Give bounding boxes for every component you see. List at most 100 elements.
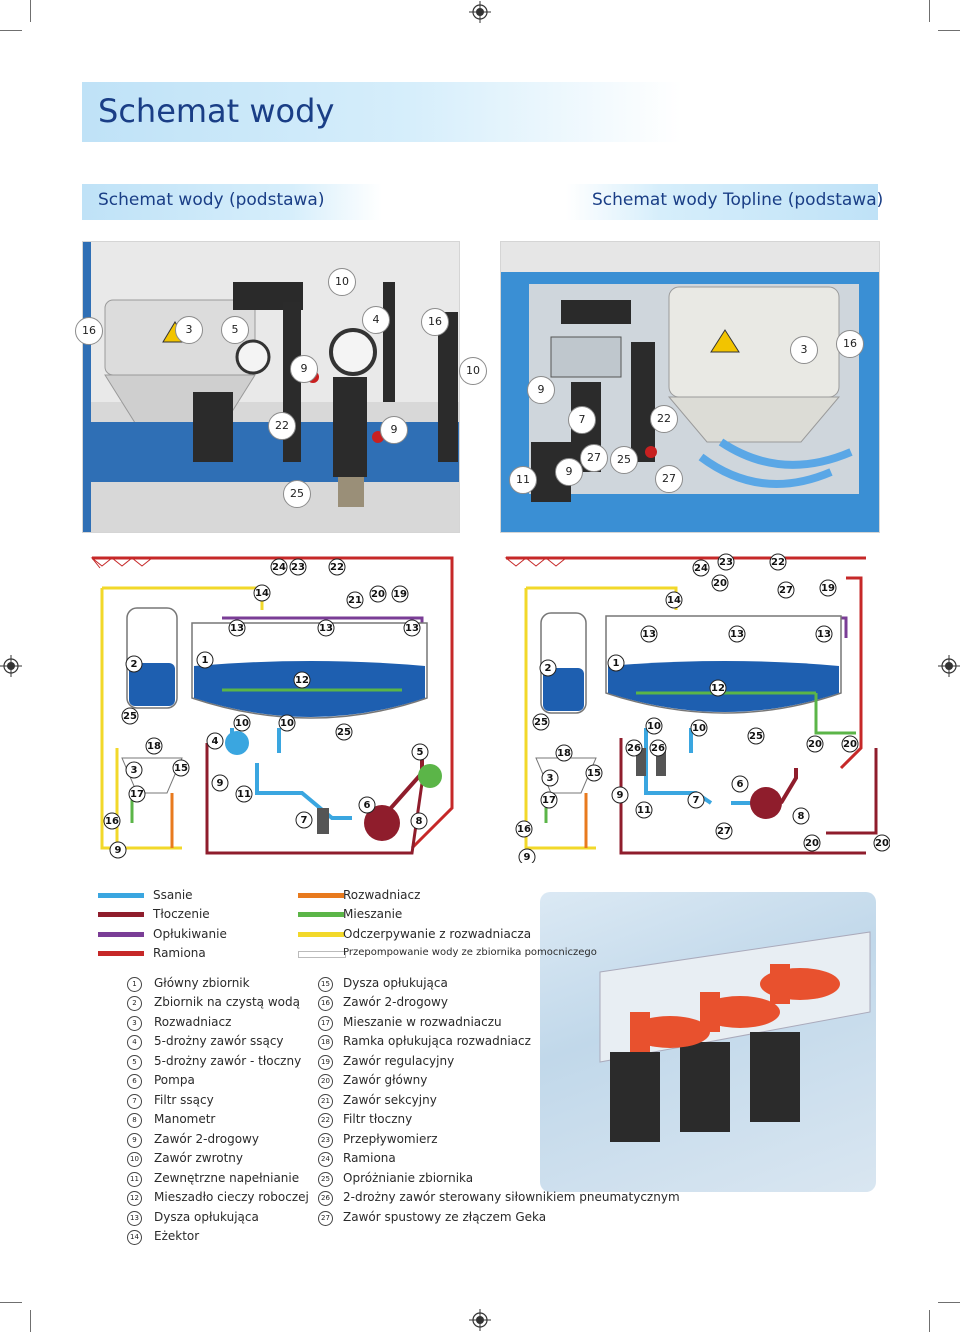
component-label: 2-drożny zawór sterowany siłownikiem pne… [343,1190,680,1204]
svg-text:20: 20 [805,838,819,849]
svg-text:12: 12 [711,683,725,694]
component-number: 14 [127,1230,142,1245]
svg-text:16: 16 [105,816,119,827]
svg-text:6: 6 [737,779,744,790]
component-number: 21 [318,1094,333,1109]
svg-text:19: 19 [393,589,407,600]
component-label: Dysza opłukująca [343,976,448,990]
svg-text:1: 1 [613,658,620,669]
svg-text:9: 9 [524,852,531,863]
legend-line-rinsing [98,932,144,937]
component-label: Zawór 2-drogowy [154,1132,259,1146]
photo-callout: 25 [610,446,638,474]
sprayer-photo-basic [82,241,460,533]
svg-text:27: 27 [717,826,731,837]
photo-callout: 5 [221,316,249,344]
component-label: Ramiona [343,1151,396,1165]
legend-label: Odczerpywanie z rozwadniacza [343,927,532,941]
photo-callout: 3 [175,316,203,344]
svg-text:14: 14 [667,595,681,606]
svg-text:20: 20 [713,578,727,589]
component-number: 11 [127,1172,142,1187]
svg-text:18: 18 [147,741,161,752]
photo-callout: 4 [362,306,390,334]
component-number: 3 [127,1016,142,1031]
photo-callout: 10 [328,268,356,296]
photo-callout: 16 [421,308,449,336]
crop-mark [30,1310,31,1332]
svg-text:11: 11 [237,789,251,800]
svg-text:12: 12 [295,675,309,686]
component-label: Eżektor [154,1229,200,1243]
svg-text:13: 13 [817,629,831,640]
component-label: Zewnętrzne napełnianie [154,1171,300,1185]
crop-mark [938,1302,960,1303]
legend-line-mixing [298,912,344,917]
svg-text:3: 3 [131,765,138,776]
photo-callout: 9 [555,458,583,486]
photo-callout: 3 [790,336,818,364]
legend-label: Mieszanie [343,907,403,921]
svg-text:4: 4 [212,736,219,747]
component-label: Przepływomierz [343,1132,438,1146]
legend-label: Tłoczenie [153,907,210,921]
component-number: 18 [318,1035,333,1050]
photo-callout: 16 [75,317,103,345]
registration-mark-icon [0,655,22,677]
sprayer-photo-topline [500,241,880,533]
photo-callout: 22 [268,412,296,440]
component-number: 17 [318,1016,333,1031]
crop-mark [0,1302,22,1303]
svg-text:23: 23 [291,562,305,573]
svg-text:27: 27 [779,585,793,596]
svg-text:20: 20 [808,739,822,750]
svg-text:9: 9 [217,778,224,789]
legend-label: Ssanie [153,888,193,902]
svg-text:7: 7 [693,795,700,806]
crop-mark [0,30,22,31]
svg-text:26: 26 [627,743,641,754]
svg-text:13: 13 [230,623,244,634]
svg-text:3: 3 [547,773,554,784]
legend-label: Ramiona [153,946,206,960]
component-number: 4 [127,1035,142,1050]
water-schematic-topline: 24 23 22 20 27 19 14 13 13 13 2 1 12 25 … [504,553,890,863]
svg-text:16: 16 [517,824,531,835]
photo-callout: 7 [568,406,596,434]
component-number: 6 [127,1074,142,1089]
component-label: Zawór 2-drogowy [343,995,448,1009]
svg-text:26: 26 [651,743,665,754]
photo-callout: 25 [283,480,311,508]
svg-text:2: 2 [545,663,552,674]
svg-text:13: 13 [405,623,419,634]
svg-text:10: 10 [235,718,249,729]
component-label: Rozwadniacz [154,1015,232,1029]
legend-line-hopper-draw [298,932,344,937]
svg-text:13: 13 [319,623,333,634]
component-number: 24 [318,1152,333,1167]
svg-text:21: 21 [348,595,362,606]
svg-text:24: 24 [694,563,708,574]
photo-callout: 9 [380,416,408,444]
registration-mark-icon [469,1309,491,1331]
svg-text:7: 7 [301,815,308,826]
component-label: Ramka opłukująca rozwadniacz [343,1034,531,1048]
component-number: 13 [127,1211,142,1226]
svg-text:9: 9 [115,845,122,856]
svg-text:6: 6 [364,800,371,811]
svg-text:20: 20 [843,739,857,750]
subtitle-band-right [566,184,878,220]
svg-text:13: 13 [730,629,744,640]
photo-callout: 9 [527,376,555,404]
subtitle-band-left [82,184,382,220]
component-number: 20 [318,1074,333,1089]
component-number: 7 [127,1094,142,1109]
component-number: 22 [318,1113,333,1128]
component-number: 19 [318,1055,333,1070]
svg-text:2: 2 [131,659,138,670]
svg-text:20: 20 [371,589,385,600]
component-label: Manometr [154,1112,216,1126]
component-label: Mieszanie w rozwadniaczu [343,1015,502,1029]
registration-mark-icon [469,1,491,23]
svg-text:25: 25 [534,717,548,728]
